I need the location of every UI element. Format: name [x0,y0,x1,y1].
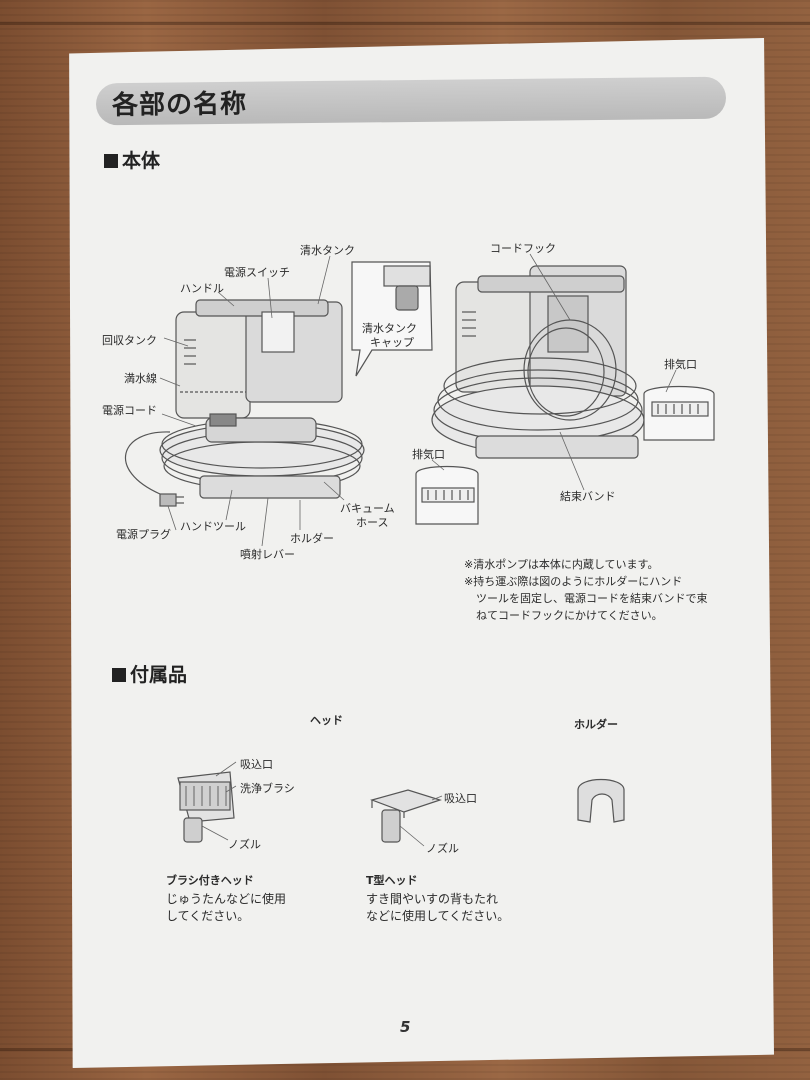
label-exhaust-left: 排気口 [412,448,445,461]
note-line-3: ツールを固定し、電源コードを結束バンドで束 [476,592,708,605]
label-tank-cap-line1: 清水タンク [362,322,417,335]
holder-illustration [577,779,625,823]
main-unit-front-illustration [124,299,365,507]
t-head-illustration [370,789,442,843]
t-head-desc-line2: などに使用してください。 [366,909,510,923]
label-power-switch: 電源スイッチ [224,266,290,279]
label-holder-accessory: ホルダー [574,718,618,731]
page-number: 5 [400,1018,411,1036]
label-t-head-suction: 吸込口 [444,792,477,805]
accessory-leader-lines [201,761,443,847]
exhaust-inset-left-illustration [415,465,479,525]
section-heading-main-unit: 本体 [104,146,160,173]
heading-square-icon [104,154,118,168]
label-exhaust-right: 排気口 [664,358,697,371]
label-cord-hook: コードフック [490,242,556,255]
label-spray-lever: 噴射レバー [240,548,295,561]
exhaust-inset-right-illustration [643,385,715,441]
label-hand-tool: ハンドツール [180,520,246,533]
label-brush-head-suction: 吸込口 [240,758,273,771]
label-water-line: 満水線 [124,372,157,385]
label-power-plug: 電源プラグ [116,528,171,541]
brush-head-name: ブラシ付きヘッド [166,874,254,887]
label-handle: ハンドル [180,282,224,295]
label-power-cord: 電源コード [102,404,157,417]
label-binding-band: 結束バンド [560,490,616,503]
tank-cap-inset-illustration [351,261,433,377]
label-holder: ホルダー [290,532,334,545]
note-line-1: ※清水ポンプは本体に内蔵しています。 [464,558,659,571]
brush-head-desc-line2: してください。 [166,909,250,923]
label-t-head-nozzle: ノズル [426,842,459,855]
t-head-desc-line1: すき間やいすの背もたれ [366,892,499,906]
t-head-name: T型ヘッド [366,874,418,887]
main-unit-back-illustration [431,265,645,459]
label-water-tank: 清水タンク [300,244,355,257]
brush-head-desc-line1: じゅうたんなどに使用 [166,892,287,906]
note-line-2: ※持ち運ぶ際は図のようにホルダーにハンド [464,575,683,588]
label-brush-head-nozzle: ノズル [228,838,261,851]
note-line-4: ねてコードフックにかけてください。 [476,609,663,622]
label-brush-head-brush: 洗浄ブラシ [240,782,295,795]
label-vacuum-hose-line1: バキューム [340,502,395,515]
label-recovery-tank: 回収タンク [102,334,157,347]
heading-square-icon [112,668,126,682]
label-tank-cap-line2: キャップ [370,336,414,349]
leader-lines [159,253,677,547]
brush-head-illustration [177,771,235,843]
label-head-group: ヘッド [310,714,343,727]
plank-seam [0,22,810,25]
manual-page [69,38,774,1068]
section-heading-accessories: 付属品 [112,660,187,687]
label-vacuum-hose-line2: ホース [356,516,389,529]
